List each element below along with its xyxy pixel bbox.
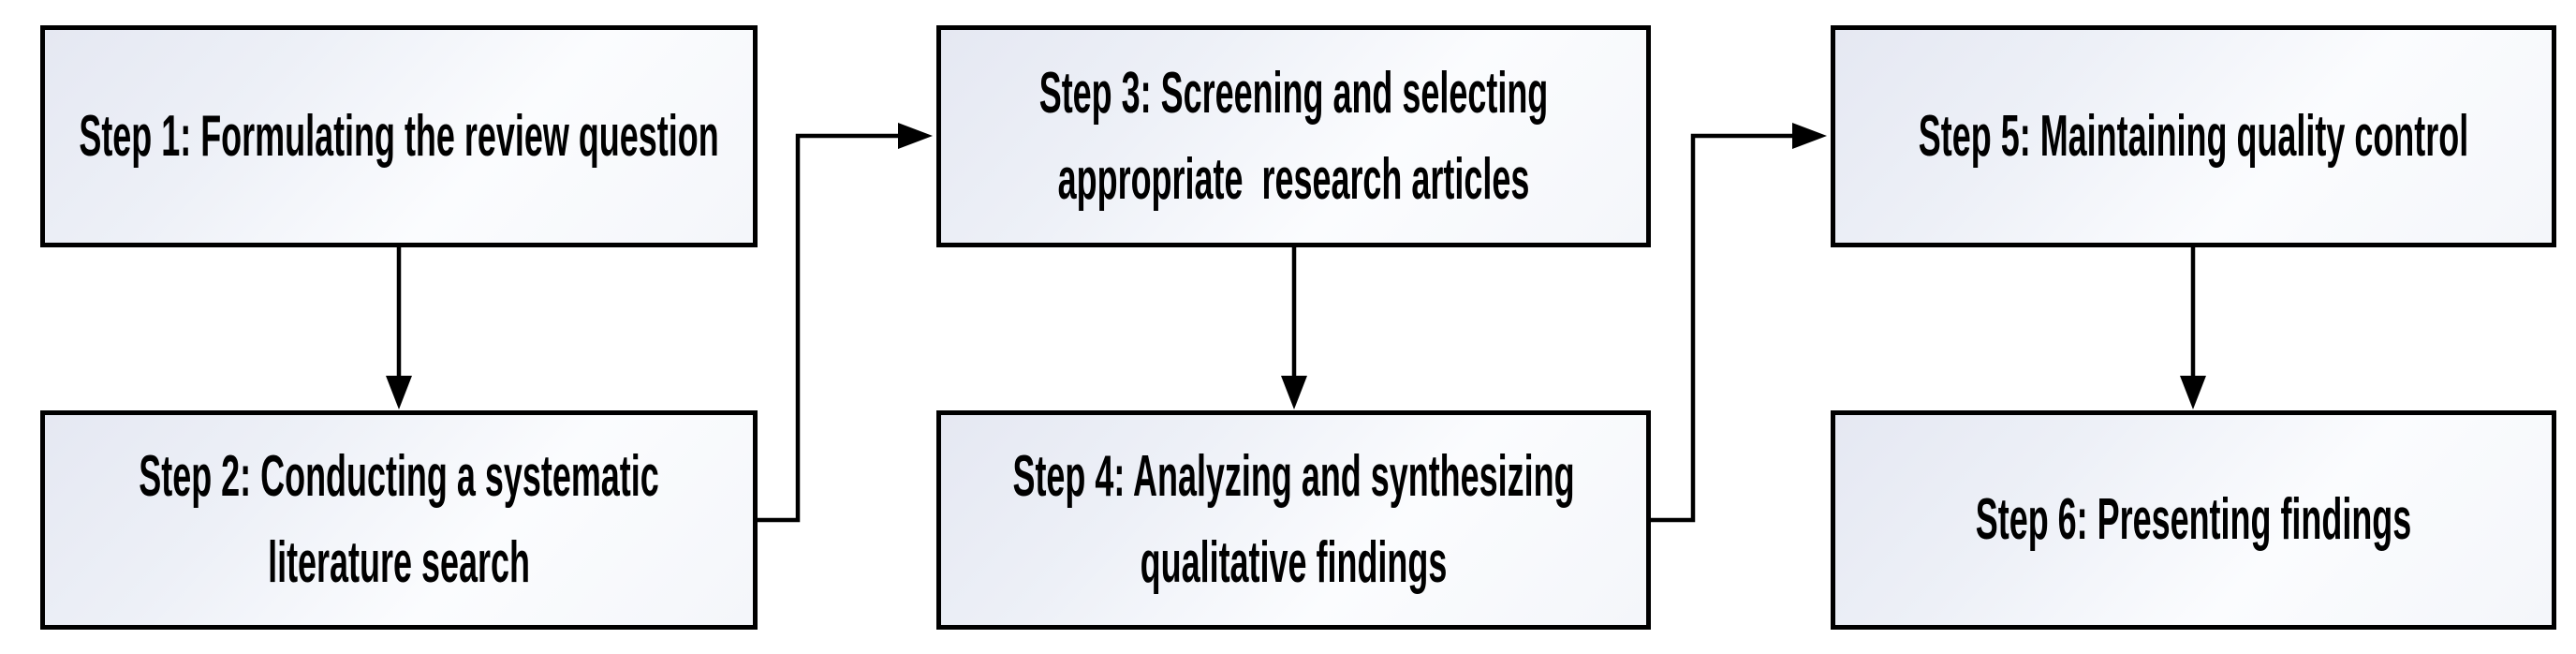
step-2-label: Step 2: Conducting a systematic literatur…: [139, 415, 659, 625]
step-6-label: Step 6: Presenting findings: [1976, 415, 2412, 625]
step-5-box: Step 5: Maintaining quality control: [1831, 25, 2556, 247]
step-1-label: Step 1: Formulating the review question: [79, 30, 718, 243]
step-4-label: Step 4: Analyzing and synthesizing qualit…: [1012, 415, 1574, 625]
step-3-box: Step 3: Screening and selecting appropria…: [936, 25, 1651, 247]
step-label-line: literature search: [268, 530, 530, 595]
arrowhead-down-icon: [2180, 376, 2206, 409]
step-label-line: Step 2: Conducting a systematic: [139, 444, 659, 509]
arrowhead-down-icon: [386, 376, 412, 409]
connector-step1-to-step2: [386, 247, 412, 409]
step-label-line: Step 6: Presenting findings: [1975, 487, 2412, 552]
connector-step4-to-step5: [1651, 123, 1827, 523]
step-label-line: qualitative findings: [1140, 530, 1448, 595]
step-label-line: appropriate research articles: [1057, 146, 1530, 212]
step-label-line: Step 4: Analyzing and synthesizing: [1012, 444, 1575, 509]
step-2-box: Step 2: Conducting a systematic literatur…: [40, 410, 758, 630]
step-label-line: Step 5: Maintaining quality control: [1918, 103, 2469, 169]
connector-step3-to-step4: [1281, 247, 1307, 409]
step-5-label: Step 5: Maintaining quality control: [1919, 30, 2468, 243]
step-3-label: Step 3: Screening and selecting appropria…: [1039, 30, 1549, 243]
step-label-line: Step 1: Formulating the review question: [79, 103, 719, 169]
connector-step2-to-step3: [758, 123, 933, 523]
step-4-box: Step 4: Analyzing and synthesizing qualit…: [936, 410, 1651, 630]
connector-step5-to-step6: [2180, 247, 2206, 409]
step-6-box: Step 6: Presenting findings: [1831, 410, 2556, 630]
step-label-line: Step 3: Screening and selecting: [1038, 60, 1549, 126]
step-1-box: Step 1: Formulating the review question: [40, 25, 758, 247]
arrowhead-right-icon: [1792, 123, 1827, 149]
arrowhead-right-icon: [898, 123, 933, 149]
arrowhead-down-icon: [1281, 376, 1307, 409]
